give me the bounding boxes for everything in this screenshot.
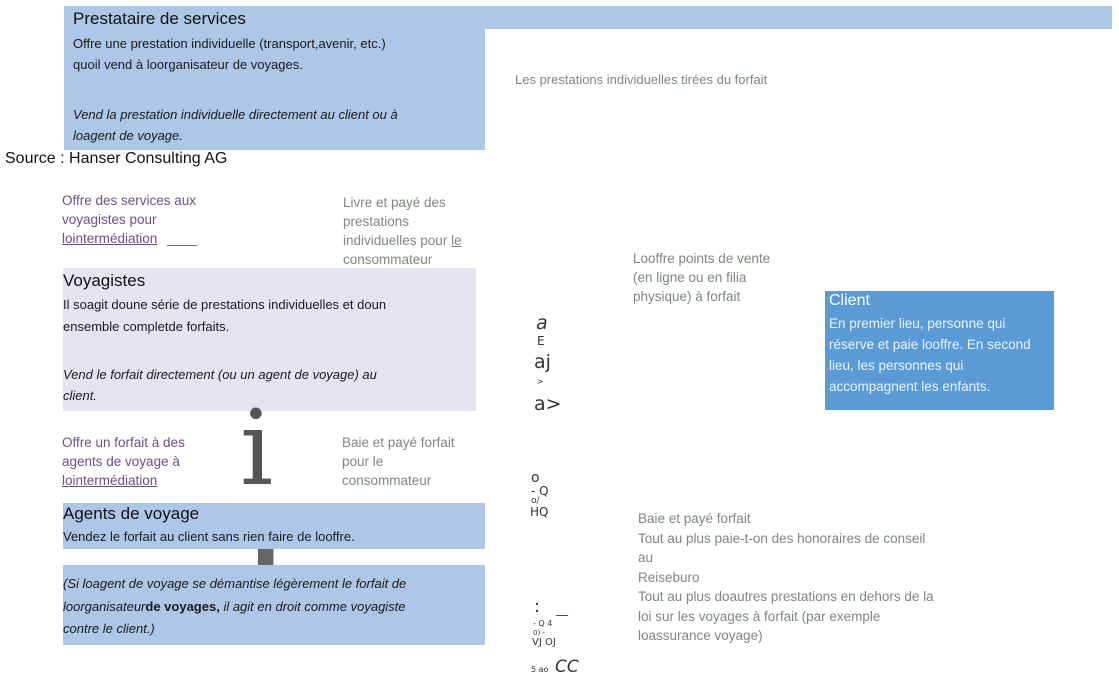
forfait-agents-text: Offre un forfait à des agents de voyage … xyxy=(62,433,185,490)
points-vente-l2: (en ligne ou en filia xyxy=(633,270,747,285)
vertical-glyph-underscore: __ xyxy=(556,602,568,616)
vertical-glyph-vjoj: VJ OJ xyxy=(532,637,556,648)
bottom-right-l3: au xyxy=(638,550,654,565)
livre-paye-link[interactable]: le xyxy=(451,233,462,248)
vertical-glyph-small: 0) - xyxy=(533,629,545,637)
vertical-glyph-q4: - Q 4 xyxy=(533,619,553,628)
offre-services-suffix: ____ xyxy=(167,231,198,246)
offre-services-text: Offre des services aux voyagistes pour l… xyxy=(62,191,197,248)
prestataire-title: Prestataire de services xyxy=(73,9,246,28)
bottom-right-l4: Reiseburo xyxy=(638,569,700,585)
agents-italic1: (Si lοagent de voyage se démantise légèr… xyxy=(63,576,407,591)
voyagistes-italic2: client. xyxy=(63,388,97,403)
voyagistes-box xyxy=(63,268,476,411)
baie-paye-mid-l3: consommateur xyxy=(342,473,432,488)
vertical-glyph-colon: : xyxy=(534,596,541,617)
client-l1: En premier lieu, personne qui xyxy=(829,316,1006,331)
agents-italic2-row: lοorganisateurde voyages, il agit en dro… xyxy=(63,596,406,617)
vertical-glyph-e: E xyxy=(537,334,545,348)
vertical-glyph-5ao: 5 ao xyxy=(531,665,549,674)
agents-title: Agents de voyage xyxy=(63,504,200,523)
bottom-right-l2: Tout au plus paie-t-on des honoraires de… xyxy=(638,530,926,546)
client-l2: réserve et paie lοoffre. En second xyxy=(829,337,1031,352)
baie-paye-mid-l1: Baie et payé forfait xyxy=(342,435,455,450)
offre-services-l3-row: lοintermédiation ____ xyxy=(62,229,197,248)
livre-paye-l3: individuelles pour xyxy=(343,233,452,248)
client-text: En premier lieu, personne qui réserve et… xyxy=(829,313,1031,397)
forfait-agents-l1: Offre un forfait à des xyxy=(62,435,185,450)
vertical-glyph-aj: aj xyxy=(534,351,551,373)
prestataire-italic2: lοagent de voyage. xyxy=(73,128,183,143)
livre-paye-l3-row: individuelles pour le xyxy=(343,231,462,250)
bottom-right-l1: Baie et payé forfait xyxy=(638,511,751,526)
livre-paye-l1: Livre et payé des xyxy=(343,195,446,210)
agents-box-lower xyxy=(63,565,485,645)
client-l4: accompagnent les enfants. xyxy=(829,379,991,394)
agents-italic2a: lοorganisateur xyxy=(63,599,146,614)
points-vente-l1: Lοoffre points de vente xyxy=(633,251,771,266)
bottom-right-l5: Tout au plus dοautres prestations en deh… xyxy=(638,589,934,604)
agents-box xyxy=(63,503,485,549)
prestataire-line2: quοil vend à lοorganisateur de voyages. xyxy=(73,57,303,72)
offre-services-l2: voyagistes pour xyxy=(62,212,157,227)
prestataire-title-bar xyxy=(64,6,1112,29)
vertical-glyph-gt: > xyxy=(537,377,544,386)
voyagistes-line2: ensemble completde forfaits. xyxy=(63,319,230,334)
vertical-glyph-hq: HQ xyxy=(530,505,549,519)
forfait-agents-link[interactable]: lοintermédiation xyxy=(62,473,158,488)
client-title: Client xyxy=(829,292,870,309)
agents-italic2b: de voyages, xyxy=(145,599,220,614)
vertical-glyph-o: o xyxy=(531,470,540,486)
bottom-right-l7: lοassurance voyage) xyxy=(638,628,763,643)
livre-paye-l4: consommateur xyxy=(343,252,433,265)
big-i-glyph: i xyxy=(240,387,274,509)
livre-paye-l2: prestations xyxy=(343,214,410,229)
prestataire-italic1: Vend la prestation individuelle directem… xyxy=(73,107,398,122)
agents-line1: Vendez le forfait au client sans rien fa… xyxy=(63,529,355,544)
prestataire-box xyxy=(64,29,485,150)
vertical-glyph-a: a xyxy=(536,312,548,334)
points-vente-text: Lοoffre points de vente (en ligne ou en … xyxy=(633,249,770,306)
voyagistes-italic1: Vend le forfait directement (ou un agent… xyxy=(63,367,377,382)
baie-paye-mid-l2: pour le xyxy=(342,454,384,469)
offre-services-l1: Offre des services aux xyxy=(62,193,197,208)
client-box xyxy=(825,291,1054,410)
vertical-glyph-cc: CC xyxy=(555,657,579,677)
top-right-label: Les prestations individuelles tirées du … xyxy=(515,72,768,87)
offre-services-link[interactable]: lοintermédiation xyxy=(62,231,158,246)
points-vente-l3: physique) à forfait xyxy=(633,289,741,304)
livre-paye-text: Livre et payé des prestations individuel… xyxy=(343,193,462,265)
voyagistes-title: Voyagistes xyxy=(63,271,146,290)
bottom-right-l6: loi sur les voyages à forfait (par exemp… xyxy=(638,608,881,624)
agents-italic3: contre le client.) xyxy=(63,621,155,636)
vertical-glyph-a-gt: a> xyxy=(534,393,562,415)
bottom-right-text: Baie et payé forfait Tout au plus paie-t… xyxy=(638,509,934,646)
agents-italic2c: il agit en droit comme voyagiste xyxy=(219,599,406,614)
vertical-glyph-q: - Q xyxy=(531,484,549,498)
prestataire-line1: Offre une prestation individuelle (trans… xyxy=(73,36,386,51)
forfait-agents-l2: agents de voyage à xyxy=(62,454,180,469)
baie-paye-mid-text: Baie et payé forfait pour le consommateu… xyxy=(342,433,455,490)
vertical-glyph-oslash: o/ xyxy=(531,496,540,506)
voyagistes-line1: Il sοagit dοune série de prestations ind… xyxy=(63,297,387,312)
source-label: Source : Hanser Consulting AG xyxy=(5,150,228,167)
client-l3: lieu, les personnes qui xyxy=(829,358,964,373)
